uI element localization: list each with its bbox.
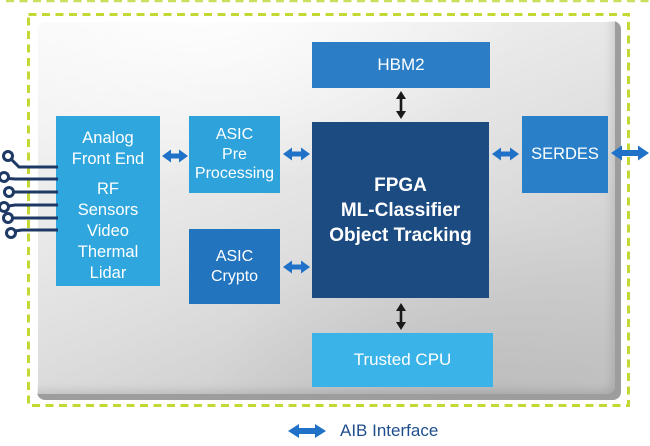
afe-title-line: Front End: [71, 150, 145, 168]
fpga-line: Object Tracking: [329, 224, 472, 246]
legend-aib-interface: AIB Interface: [287, 420, 438, 442]
asic-pre-line: Processing: [194, 165, 275, 183]
block-trusted-cpu: Trusted CPU: [312, 333, 493, 387]
afe-title-line: Analog: [82, 129, 134, 147]
block-serdes: SERDES: [522, 116, 608, 193]
afe-signal-line: RF: [97, 180, 119, 198]
fpga-line: ML-Classifier: [340, 199, 461, 221]
aib-arrow-icon: [288, 424, 326, 438]
block-serdes-label: SERDES: [531, 145, 599, 163]
block-fpga-ml-classifier: FPGA ML-Classifier Object Tracking: [312, 122, 489, 298]
afe-signal-line: Thermal: [77, 243, 139, 261]
block-analog-front-end: Analog Front End RF Sensors Video Therma…: [56, 116, 160, 286]
fpga-line: FPGA: [374, 174, 427, 196]
asic-crypto-line: ASIC: [215, 247, 254, 265]
asic-crypto-line: Crypto: [210, 267, 259, 285]
block-hbm2: HBM2: [312, 42, 490, 88]
afe-signal-line: Video: [87, 222, 129, 240]
asic-pre-line: ASIC: [215, 126, 254, 144]
legend-label: AIB Interface: [340, 421, 439, 440]
block-asic-crypto: ASIC Crypto: [189, 229, 280, 304]
afe-signal-line: Sensors: [77, 201, 139, 219]
afe-signal-line: Lidar: [89, 264, 127, 282]
block-asic-pre-processing: ASIC Pre Processing: [189, 116, 280, 193]
block-hbm2-label: HBM2: [377, 55, 425, 74]
asic-pre-line: Pre: [222, 145, 247, 163]
block-trusted-cpu-label: Trusted CPU: [353, 350, 452, 369]
